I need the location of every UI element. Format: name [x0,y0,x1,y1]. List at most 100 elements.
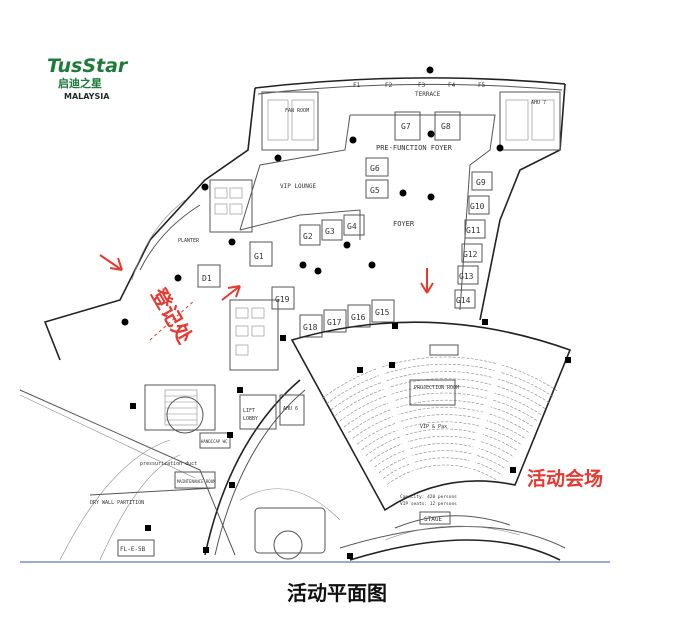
column-marker [368,261,376,269]
lift-label: LIFT [243,408,255,414]
lobby-label: LOBBY [243,416,258,422]
terrace-area: FAN ROOM AHU 7 TERRACE F1 F2 F3 F4 F5 [261,82,561,151]
pressurization-label: pressurization duct [140,461,197,467]
logo-country: MALAYSIA [64,92,110,101]
column-marker [174,274,182,282]
seat-row [343,392,539,428]
seat-row [348,399,535,433]
booth-g13: G13 [459,272,474,281]
column-marker [201,183,209,191]
column-marker [496,144,504,152]
seat-row [365,428,519,456]
column-marker [229,482,235,488]
column-marker [510,467,516,473]
column-marker [121,318,129,326]
terrace-label: TERRACE [415,91,441,98]
booth-g14: G14 [456,296,471,305]
column-marker [426,66,434,74]
booth-g5: G5 [370,186,380,195]
stair-rooms: HANDICAP WC pressurization duct MAINTENA… [90,384,231,557]
structural-columns [121,66,571,559]
foyer-booths: G7 G8 PRE-FUNCTION FOYER G6 G5 VIP LOUNG… [178,111,493,338]
capacity-label: Capacity: 420 persons [400,494,457,500]
plan-caption: 活动平面图 [287,581,387,605]
event-venue-label: 活动会场 [527,467,603,490]
booth-f5: F5 [478,82,486,89]
seat-row [383,457,503,479]
seat-row [335,378,547,416]
booth-g7: G7 [401,122,411,131]
booth-g8: G8 [441,122,451,131]
maintenance-label: MAINTENANCE ROOM [177,479,216,484]
booth-g17: G17 [327,318,342,327]
auditorium: PROJECTION ROOM VIP & Pax Capacity: 420 … [290,321,572,541]
arrow-right-icon [99,254,123,271]
column-marker [427,130,435,138]
seat-row [326,363,555,405]
column-marker [347,553,353,559]
foyer-label: FOYER [393,220,415,228]
column-marker [357,367,363,373]
handicap-label: HANDICAP WC [201,439,228,444]
registration-label: 登记处 [146,283,198,349]
booth-f4: F4 [448,82,456,89]
column-marker [280,335,286,341]
logo-chinese: 启迪之星 [58,76,102,90]
seat-row [356,414,527,445]
lower-structures [89,396,341,560]
ahu7-label: AHU 7 [531,100,546,106]
dry-wall-label: DRY WALL PARTITION [90,500,144,506]
booth-g4: G4 [347,222,357,231]
projection-label: PROJECTION ROOM [414,385,459,391]
column-marker [427,193,435,201]
booth-g15: G15 [375,308,390,317]
arrow-down-icon [420,268,434,294]
column-marker [349,136,357,144]
booth-g11: G11 [466,226,481,235]
fl-label: FL-E-5B [120,546,146,553]
planter-label: PLANTER [178,238,200,244]
booth-f3: F3 [418,82,426,89]
column-marker [314,267,322,275]
booth-g3: G3 [325,227,335,236]
ahu6-label: AHU 6 [283,406,298,412]
toilet-blocks: LOBBY LIFT AHU 6 [209,179,305,430]
pre-function-foyer-label: PRE-FUNCTION FOYER [376,144,453,152]
column-marker [389,362,395,368]
vip-lounge-label: VIP LOUNGE [280,183,317,190]
column-marker [203,547,209,553]
booth-g16: G16 [351,313,366,322]
booth-g6: G6 [370,164,380,173]
seat-row [339,385,543,422]
column-marker [145,525,151,531]
column-marker [299,261,307,269]
column-marker [274,154,282,162]
booth-g2: G2 [303,232,313,241]
column-marker [237,387,243,393]
column-marker [482,319,488,325]
vip-seats-label: VIP seats: 12 persons [400,501,457,507]
vip-row-label: VIP & Pax [420,424,447,430]
seat-row [370,435,515,462]
seat-row [322,356,559,399]
booth-f1: F1 [353,82,361,89]
seat-row [361,421,523,451]
column-marker [399,189,407,197]
aisle [374,360,418,472]
booth-g18: G18 [303,323,318,332]
seat-row [330,371,551,411]
logo-brand: TusStar [47,55,129,77]
column-marker [565,357,571,363]
column-marker [130,403,136,409]
logo: TusStar 启迪之星 MALAYSIA [47,55,129,101]
booth-g10: G10 [470,202,485,211]
seat-row [352,407,531,439]
fan-room-label: FAN ROOM [285,108,309,114]
column-marker [392,323,398,329]
booth-g1: G1 [254,252,264,261]
stage-label: STAGE [424,516,442,523]
booth-g12: G12 [463,250,478,259]
booth-g19: G19 [275,295,290,304]
column-marker [343,241,351,249]
